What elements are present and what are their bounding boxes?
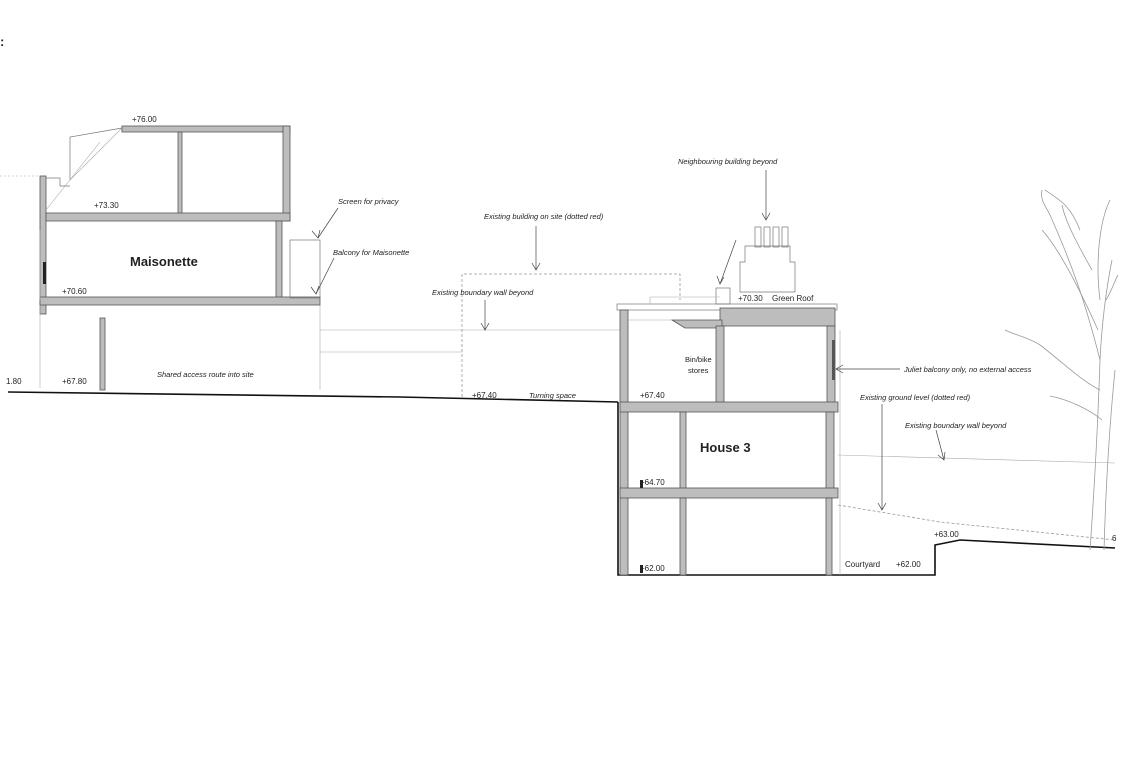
level-7330: +73.30 <box>94 201 119 210</box>
level-edge-partial: 6 <box>1112 534 1117 543</box>
annotation-arrows <box>310 170 946 511</box>
level-6740-a: +67.40 <box>472 391 497 400</box>
existing-building-outline <box>461 273 681 397</box>
level-7030: +70.30 <box>738 294 763 303</box>
house3-block <box>616 303 841 576</box>
neighbouring-chimney <box>649 226 796 305</box>
room-label-binbike-1: Bin/bike <box>685 355 712 364</box>
ground-line-lower <box>617 402 1116 576</box>
level-180-partial: 1.80 <box>6 377 22 386</box>
level-7060: +70.60 <box>62 287 87 296</box>
level-6200-b: +62.00 <box>896 560 921 569</box>
level-6470: +64.70 <box>640 478 665 487</box>
top-left-mark: : <box>0 34 4 49</box>
label-courtyard: Courtyard <box>845 560 880 569</box>
maisonette-block <box>39 125 321 391</box>
note-existing-boundary-wall-2: Existing boundary wall beyond <box>905 421 1007 430</box>
level-6300: +63.00 <box>934 530 959 539</box>
label-shared-access: Shared access route into site <box>157 370 254 379</box>
ground-line-upper <box>7 391 619 403</box>
label-green-roof: Green Roof <box>772 294 814 303</box>
level-6780: +67.80 <box>62 377 87 386</box>
level-6740-b: +67.40 <box>640 391 665 400</box>
room-label-binbike-2: stores <box>688 366 709 375</box>
tree-sketch <box>1004 189 1119 551</box>
room-label-house3: House 3 <box>700 440 751 455</box>
note-screen-privacy: Screen for privacy <box>338 197 400 206</box>
label-turning-space: Turning space <box>529 391 576 400</box>
note-neighbouring-building: Neighbouring building beyond <box>678 157 778 166</box>
note-existing-boundary-wall-1: Existing boundary wall beyond <box>432 288 534 297</box>
note-existing-building: Existing building on site (dotted red) <box>484 212 604 221</box>
level-6200-a: +62.00 <box>640 564 665 573</box>
room-label-maisonette: Maisonette <box>130 254 198 269</box>
level-7600: +76.00 <box>132 115 157 124</box>
note-juliet-balcony: Juliet balcony only, no external access <box>903 365 1032 374</box>
note-existing-ground-level: Existing ground level (dotted red) <box>860 393 971 402</box>
note-balcony-maisonette: Balcony for Maisonette <box>333 248 409 257</box>
